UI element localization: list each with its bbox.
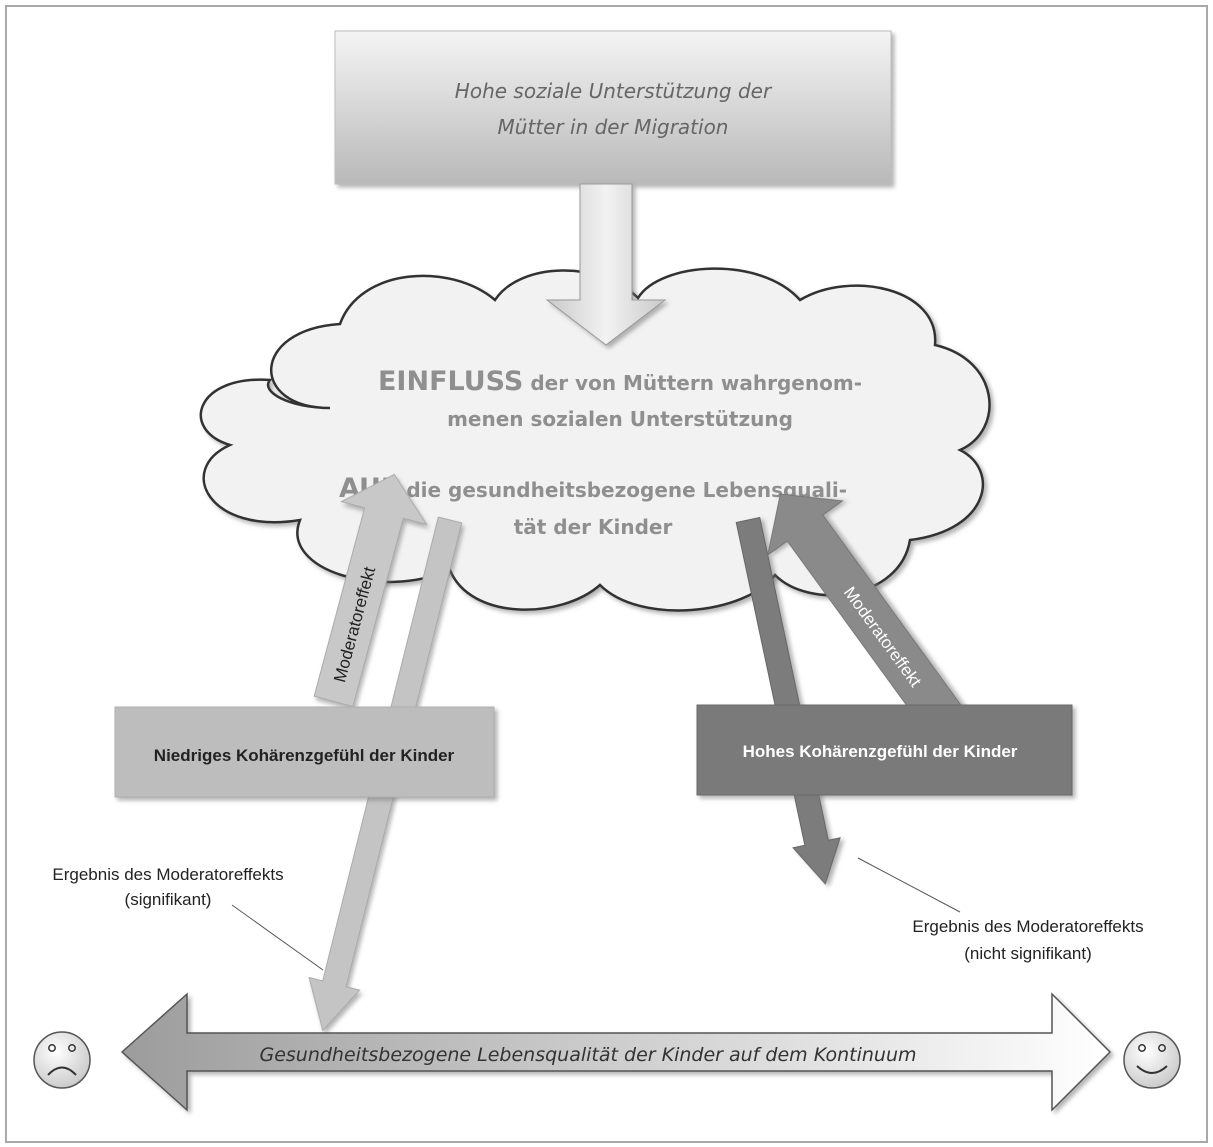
top-box-line-2: Mütter in der Migration [498,115,729,139]
top-box [334,30,892,185]
left-box-label: Niedriges Kohärenzgefühl der Kinder [154,746,455,765]
left-moderator-arrow [313,473,428,708]
cloud-line-1: EINFLUSS der von Müttern wahrgenom- [378,366,862,397]
left-box [114,706,495,798]
cloud-line-3-rest: die gesundheitsbezogene Lebensquali- [399,478,847,502]
left-callout-line [231,904,324,971]
cloud-line-2: menen sozialen Unterstützung [447,407,793,431]
cloud-line-1-strong: EINFLUSS [378,366,523,397]
cloud-line-1-rest: der von Müttern wahrgenom- [523,371,862,395]
right-result-line-2: (nicht signifikant) [964,944,1092,963]
continuum-arrow [120,992,1112,1112]
continuum-label: Gesundheitsbezogene Lebensqualität der K… [259,1044,916,1066]
sad-face-icon [33,1031,91,1089]
right-callout-line [857,857,961,913]
right-box [696,704,1073,796]
right-result-line-1: Ergebnis des Moderatoreffekts [912,917,1143,936]
cloud-line-3: AUF die gesundheitsbezogene Lebensquali- [339,473,847,504]
top-box-line-1: Hohe soziale Unterstützung der [455,79,773,103]
left-result-line-1: Ergebnis des Moderatoreffekts [52,865,283,884]
right-box-label: Hohes Kohärenzgefühl der Kinder [743,742,1018,761]
cloud-line-4: tät der Kinder [514,515,673,539]
down-arrow [545,183,667,346]
happy-face-icon [1123,1031,1181,1089]
left-result-line-2: (signifikant) [125,890,212,909]
